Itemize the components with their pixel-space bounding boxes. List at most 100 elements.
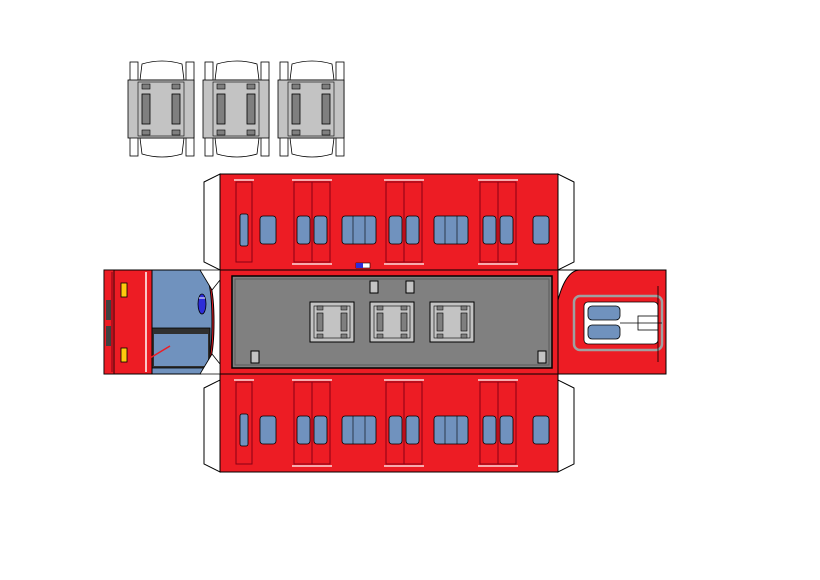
marker-light-upper <box>355 262 371 269</box>
roof-plate-bar <box>340 312 348 332</box>
bogie-side-frame <box>216 93 226 125</box>
glue-tab-upper-left <box>203 173 221 271</box>
bogie-side-frame <box>171 93 181 125</box>
bogie-tab-top <box>214 60 260 81</box>
roof-vent <box>537 350 547 364</box>
roof-plate-box <box>436 305 444 311</box>
bogie-axle-box <box>291 129 301 136</box>
glue-tab-lower-left <box>203 379 221 473</box>
door-window <box>405 215 420 245</box>
cab-window <box>239 413 249 447</box>
front-left-tab <box>199 269 221 291</box>
side-upper-details <box>234 179 550 265</box>
roof-plate-box <box>376 305 384 311</box>
roof-plate-box <box>316 333 324 339</box>
side-window-group <box>433 415 469 445</box>
headlight-lower <box>120 347 128 363</box>
front-destination-light <box>197 293 207 315</box>
roof-bogie-plates <box>309 301 475 343</box>
roof-plate-box <box>400 305 408 311</box>
roof-vent <box>250 350 260 364</box>
roof-plate-bar <box>316 312 324 332</box>
car-body-net <box>103 173 667 473</box>
side-window-group <box>341 415 377 445</box>
roof-gray-inner <box>234 278 550 366</box>
bogie-cutout-1 <box>127 60 195 158</box>
roof-plate-bar <box>460 312 468 332</box>
roof-plate-bar <box>436 312 444 332</box>
bogie-side-frame <box>246 93 256 125</box>
roof-plate-bar <box>376 312 384 332</box>
side-window <box>259 415 277 445</box>
roof-vent <box>369 280 379 294</box>
door-window <box>313 215 328 245</box>
side-window-group <box>341 215 377 245</box>
bogie-axle-box <box>291 83 301 90</box>
door-window <box>499 215 514 245</box>
bogie-axle-box <box>171 129 181 136</box>
roof-plate-box <box>460 333 468 339</box>
door-window <box>405 415 420 445</box>
door-window <box>313 415 328 445</box>
roof-plate-box <box>400 333 408 339</box>
bogie-tab-top <box>139 60 185 81</box>
glue-tab-upper-right <box>557 173 575 271</box>
door-window <box>296 215 311 245</box>
roof-plate-2 <box>369 301 415 343</box>
front-handle-lower <box>106 326 111 346</box>
roof-plate-box <box>376 333 384 339</box>
door-window <box>499 415 514 445</box>
front-dark-strip <box>103 269 115 375</box>
bogie-cutout-2 <box>202 60 270 158</box>
roof-plate-1 <box>309 301 355 343</box>
bogie-tab-top <box>289 60 335 81</box>
cab-door <box>235 181 253 263</box>
bogie-axle-box <box>321 83 331 90</box>
bogie-axle-box <box>246 83 256 90</box>
side-window <box>532 415 550 445</box>
roof-plate-box <box>340 305 348 311</box>
roof-plate-box <box>340 333 348 339</box>
bogie-tab-bottom <box>139 137 185 158</box>
bogie-axle-box <box>216 83 226 90</box>
bogie-axle-box <box>216 129 226 136</box>
glue-tab-lower-right <box>557 379 575 473</box>
bogie-cutouts <box>127 60 345 158</box>
cab-door <box>235 381 253 465</box>
bogie-side-frame <box>141 93 151 125</box>
bogie-cutout-3 <box>277 60 345 158</box>
roof-vent <box>405 280 415 294</box>
bogie-side-frame <box>321 93 331 125</box>
door-window <box>388 215 403 245</box>
bogie-axle-box <box>141 83 151 90</box>
front-handle-upper <box>106 300 111 320</box>
roof-plate-bar <box>400 312 408 332</box>
bogie-axle-box <box>171 83 181 90</box>
bogie-axle-box <box>246 129 256 136</box>
roof-plate-box <box>316 305 324 311</box>
side-lower-details <box>234 379 550 467</box>
rear-window-upper <box>587 305 621 321</box>
bogie-axle-box <box>141 129 151 136</box>
side-window-group <box>433 215 469 245</box>
door-window <box>482 215 497 245</box>
rear-end-panel <box>557 269 667 375</box>
bogie-tab-bottom <box>214 137 260 158</box>
rear-window-lower <box>587 324 621 340</box>
door-window <box>296 415 311 445</box>
front-left-tab-bottom <box>199 353 221 375</box>
side-window <box>532 215 550 245</box>
bogie-axle-box <box>321 129 331 136</box>
side-window <box>259 215 277 245</box>
door-window <box>388 415 403 445</box>
cab-window <box>239 213 249 247</box>
roof-plate-3 <box>429 301 475 343</box>
bogie-side-frame <box>291 93 301 125</box>
bogie-tab-bottom <box>289 137 335 158</box>
door-window <box>482 415 497 445</box>
roof-plate-box <box>460 305 468 311</box>
front-end-panel <box>103 269 215 375</box>
headlight-upper <box>120 282 128 298</box>
roof-plate-box <box>436 333 444 339</box>
